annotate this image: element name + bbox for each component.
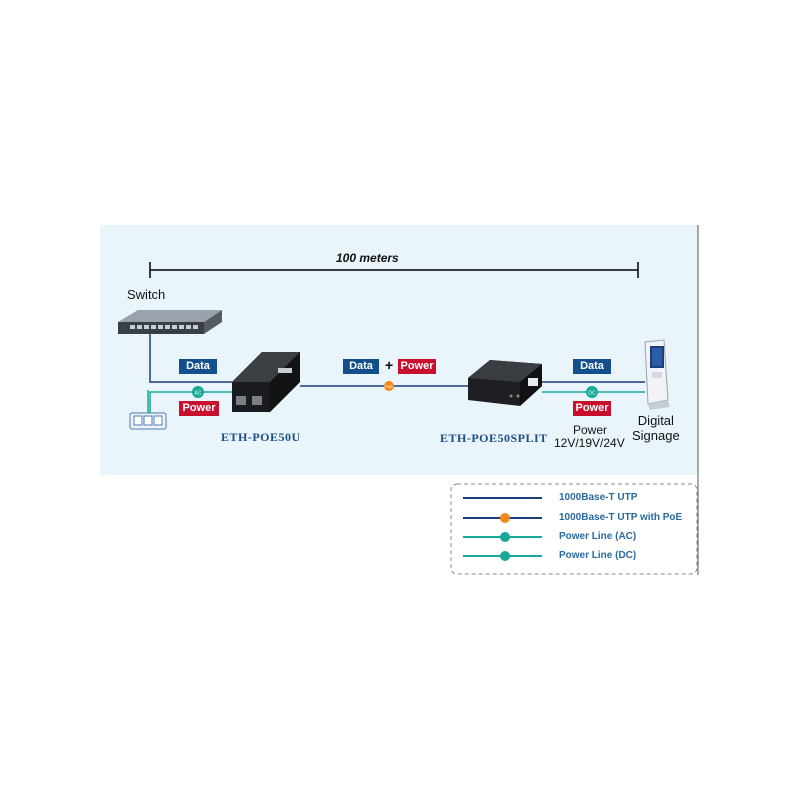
power-tag-injector: Power [179, 401, 219, 416]
poe-badge [384, 381, 394, 391]
power-output-label: Power [573, 423, 608, 437]
splitter-device [468, 360, 542, 406]
utp-link-switch-injector [149, 334, 232, 383]
diagram-panel [100, 225, 698, 475]
splitter-label: ETH-POE50SPLIT [440, 431, 548, 445]
power-output-voltages: 12V/19V/24V [554, 436, 625, 450]
legend-label-utp: 1000Base-T UTP [559, 492, 638, 503]
legend-dc-badge [500, 551, 510, 561]
signage-device [644, 339, 670, 410]
legend-ac-badge [500, 532, 510, 542]
legend-label-poe: 1000Base-T UTP with PoE [559, 512, 683, 523]
signage-label: Digital Signage [632, 413, 680, 443]
ac-power-line [149, 391, 232, 414]
power-tag-signage: Power [573, 401, 611, 416]
switch-label: Switch [127, 287, 166, 302]
data-tag-poe: Data [343, 359, 379, 374]
legend-box [450, 483, 698, 575]
plus-sign: + [385, 357, 394, 373]
data-tag-switch: Data [179, 359, 217, 374]
injector-label: ETH-POE50U [221, 430, 301, 444]
power-strip [129, 412, 167, 430]
distance-label: 100 meters [336, 251, 399, 265]
injector-device [232, 352, 300, 412]
legend-poe-badge [500, 513, 510, 523]
legend-label-dc: Power Line (DC) [559, 550, 637, 561]
switch-device [118, 310, 222, 334]
distance-bracket [149, 262, 639, 278]
legend-label-ac: Power Line (AC) [559, 531, 637, 542]
data-tag-signage: Data [573, 359, 611, 374]
power-tag-poe: Power [398, 359, 436, 374]
